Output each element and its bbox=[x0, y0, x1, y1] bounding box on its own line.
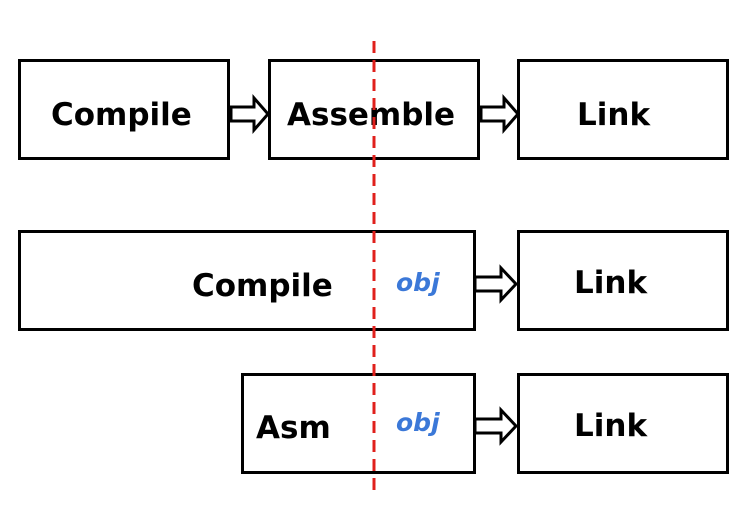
obj-label-row2: obj bbox=[396, 268, 440, 297]
compile-label-row2: Compile bbox=[192, 268, 333, 304]
assemble-label-row1: Assemble bbox=[287, 97, 456, 133]
link-label-row3: Link bbox=[574, 408, 648, 444]
arrow-assemble-to-link bbox=[479, 94, 520, 134]
compile-box-row1 bbox=[18, 59, 230, 160]
arrow-obj-to-link-row3 bbox=[473, 406, 519, 446]
arrow-obj-to-link-row2 bbox=[473, 264, 519, 304]
compile-label-row1: Compile bbox=[51, 97, 192, 133]
compile-box-row2 bbox=[18, 230, 476, 331]
link-box-row1 bbox=[517, 59, 729, 160]
link-box-row3 bbox=[517, 373, 729, 474]
link-label-row2: Link bbox=[574, 265, 648, 301]
arrow-compile-to-assemble bbox=[229, 94, 270, 134]
asm-label-row3: Asm bbox=[256, 410, 331, 446]
link-box-row2 bbox=[517, 230, 729, 331]
link-label-row1: Link bbox=[577, 97, 651, 133]
obj-label-row3: obj bbox=[396, 408, 440, 437]
asm-box-row3 bbox=[241, 373, 476, 474]
